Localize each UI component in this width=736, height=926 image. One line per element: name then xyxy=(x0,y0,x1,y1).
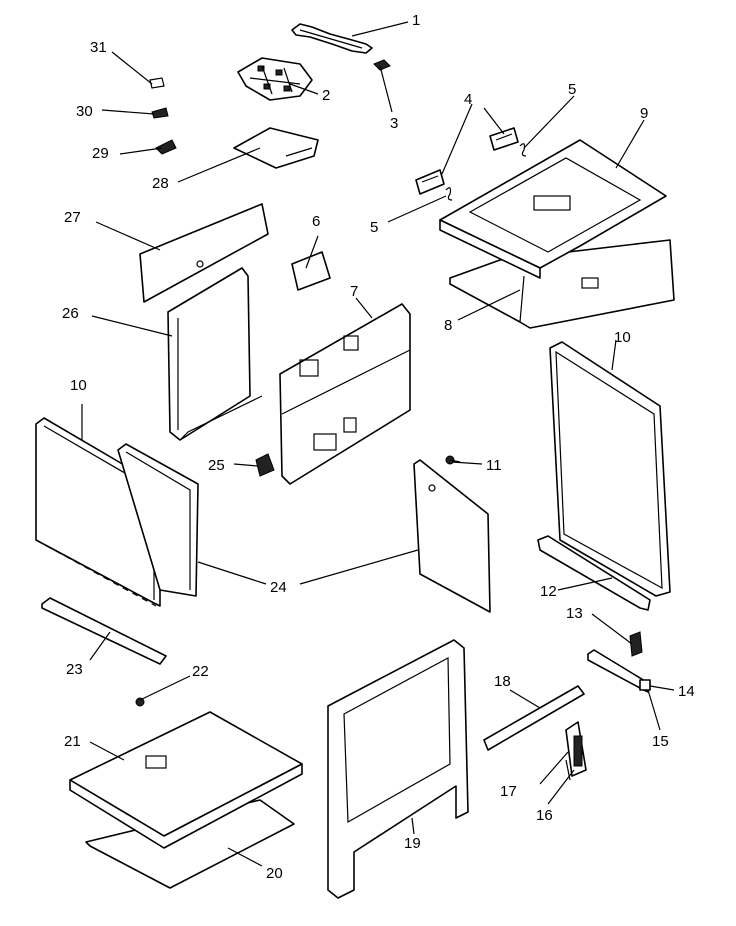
part-13-latch xyxy=(629,631,643,657)
part-21-bottom-tray xyxy=(69,711,303,849)
leader-lines xyxy=(81,21,675,867)
part-16-hinge xyxy=(565,721,587,777)
part-25-bracket xyxy=(255,453,275,477)
part-6-label-plate xyxy=(291,251,331,291)
part-2-switch-assembly xyxy=(237,57,313,101)
callout-20: 20 xyxy=(266,865,283,882)
callout-27: 27 xyxy=(64,209,81,226)
part-7-rear-panel xyxy=(279,303,411,485)
callout-3: 3 xyxy=(390,115,398,132)
callout-18: 18 xyxy=(494,673,511,690)
part-5-hooks xyxy=(445,143,527,201)
part-10-side-panel-right xyxy=(549,341,671,597)
callout-28: 28 xyxy=(152,175,169,192)
part-23-rail xyxy=(41,597,167,665)
callout-13: 13 xyxy=(566,605,583,622)
callout-22: 22 xyxy=(192,663,209,680)
callout-4: 4 xyxy=(464,91,472,108)
part-1-bracket xyxy=(291,23,373,54)
part-31-clip xyxy=(149,77,165,89)
part-24-side-liner xyxy=(117,443,199,597)
callout-10b: 10 xyxy=(70,377,87,394)
part-29-clip xyxy=(155,139,177,155)
callout-14: 14 xyxy=(678,683,695,700)
part-28-shield-plate xyxy=(233,127,319,169)
callout-16: 16 xyxy=(536,807,553,824)
part-30-clip xyxy=(151,107,169,119)
callout-24: 24 xyxy=(270,579,287,596)
callout-19: 19 xyxy=(404,835,421,852)
callout-29: 29 xyxy=(92,145,109,162)
callout-10a: 10 xyxy=(614,329,631,346)
callout-labels: 1 2 3 4 5 5 6 7 8 9 10 10 11 12 13 14 15… xyxy=(62,12,695,882)
part-15-roller xyxy=(639,679,651,691)
callout-2: 2 xyxy=(322,87,330,104)
callout-30: 30 xyxy=(76,103,93,120)
callout-12: 12 xyxy=(540,583,557,600)
callout-26: 26 xyxy=(62,305,79,322)
part-19-front-frame xyxy=(327,639,469,899)
part-27-rear-strip xyxy=(139,203,269,303)
callout-1: 1 xyxy=(412,12,420,29)
callout-11: 11 xyxy=(486,457,502,474)
callout-7: 7 xyxy=(350,283,358,300)
part-12-bottom-rail xyxy=(537,535,651,611)
callout-6: 6 xyxy=(312,213,320,230)
callout-8: 8 xyxy=(444,317,452,334)
part-18-strip xyxy=(483,685,585,751)
part-22-screw xyxy=(135,697,145,707)
part-3-clip xyxy=(373,59,391,71)
callout-17: 17 xyxy=(500,783,517,800)
callout-23: 23 xyxy=(66,661,83,678)
callout-5b: 5 xyxy=(370,219,378,236)
callout-21: 21 xyxy=(64,733,81,750)
part-9-top-frame xyxy=(439,139,667,279)
callout-9: 9 xyxy=(640,105,648,122)
callout-25: 25 xyxy=(208,457,225,474)
callout-5a: 5 xyxy=(568,81,576,98)
part-26-side-panel xyxy=(167,267,263,441)
part-4-tabs xyxy=(415,127,519,195)
callout-31: 31 xyxy=(90,39,107,56)
callout-15: 15 xyxy=(652,733,669,750)
part-24-side-liner-right xyxy=(413,459,491,613)
